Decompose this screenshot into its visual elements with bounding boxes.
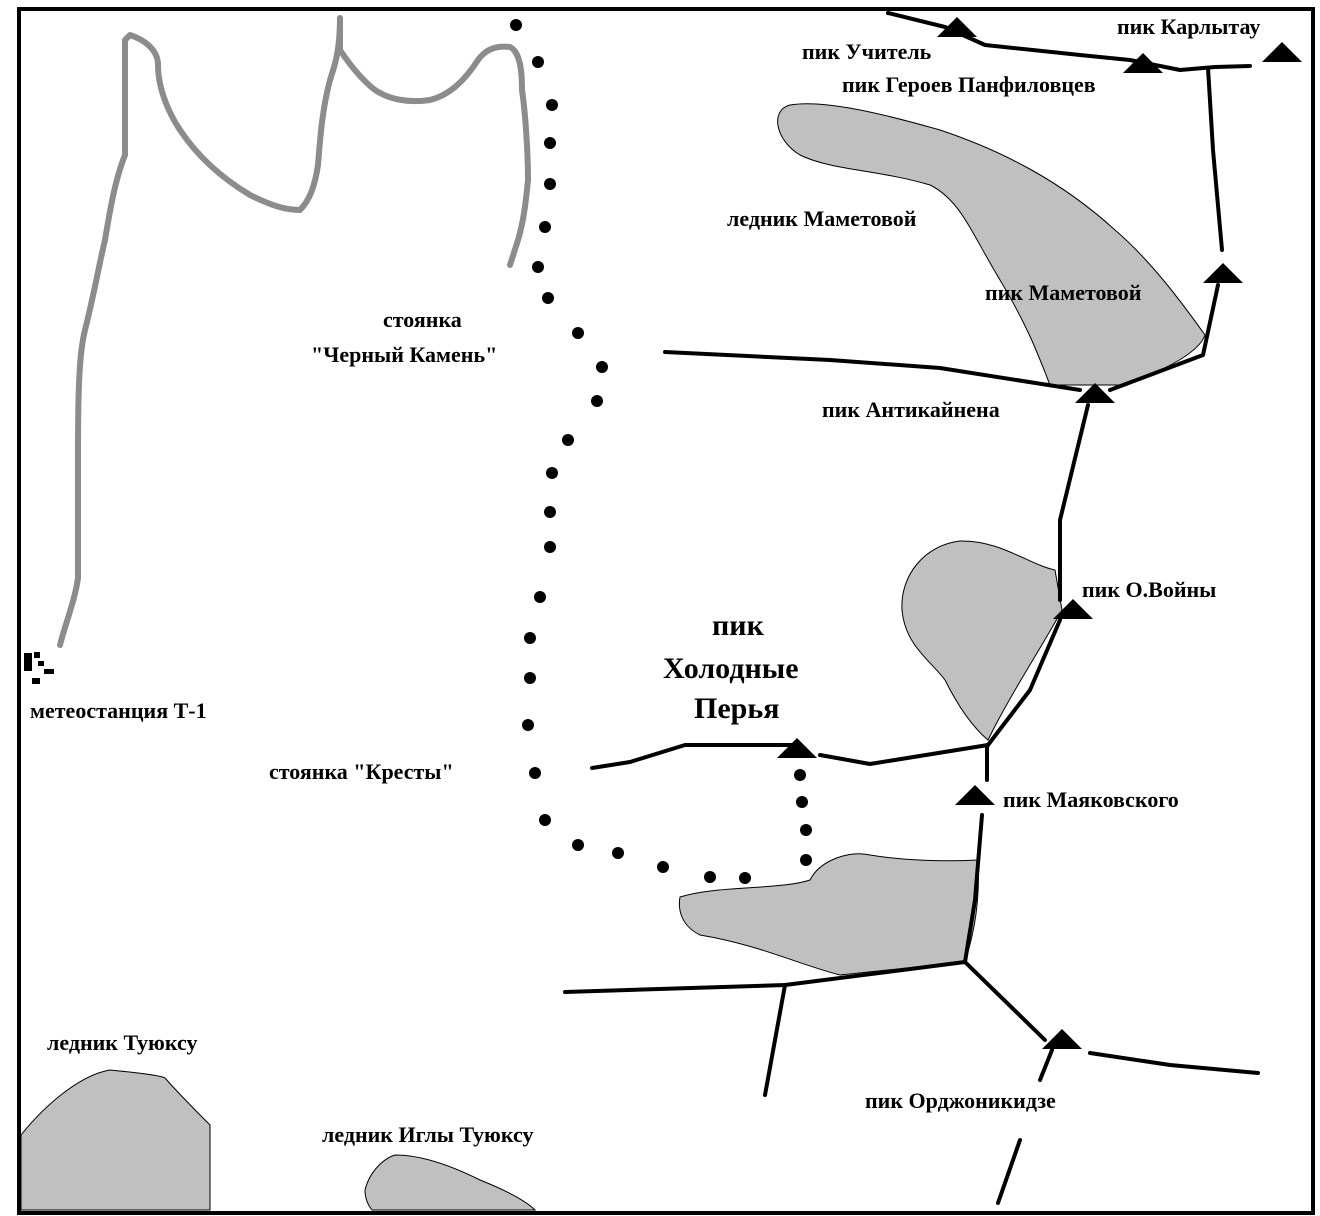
peak-panfilov-icon <box>1123 53 1163 73</box>
glacier-kholodnye-shape <box>678 853 979 976</box>
peak-uchitel-icon <box>937 17 977 37</box>
label-meteostation: метеостанция Т-1 <box>30 698 207 723</box>
glacier-igly-tuyuksu-shape <box>364 1154 537 1211</box>
label-camp-kresty: стоянка "Кресты" <box>269 759 454 784</box>
label-peak-kholodnye-line2: Холодные <box>663 652 799 685</box>
label-glacier-mametova: ледник Маметовой <box>727 206 917 231</box>
label-glacier-tuyuksu: ледник Туюксу <box>47 1030 197 1055</box>
label-peak-mametova: пик Маметовой <box>985 280 1142 305</box>
peak-mayakovskogo-icon <box>955 785 995 805</box>
ridge-lines <box>563 11 1260 1205</box>
trail-dots <box>510 19 812 884</box>
meteostation-icon <box>24 652 54 684</box>
label-glacier-igly-tuyuksu: ледник Иглы Туюксу <box>322 1122 533 1147</box>
peak-mametova-icon <box>1203 263 1243 283</box>
label-peak-karlytau: пик Карлытау <box>1117 14 1260 39</box>
peak-ordzhonikidze-icon <box>1042 1029 1082 1049</box>
label-peak-o-voiny: пик О.Войны <box>1082 577 1216 602</box>
peak-karlytau-icon <box>1262 42 1302 62</box>
label-peak-ordzhonikidze: пик Орджоникидзе <box>865 1088 1056 1113</box>
label-peak-uchitel: пик Учитель <box>802 39 932 64</box>
glacier-o-voiny-shape <box>901 540 1063 741</box>
label-camp-chernyi-line1: стоянка <box>383 307 462 332</box>
peak-o-voiny-icon <box>1053 599 1093 619</box>
label-peak-mayakovskogo: пик Маяковского <box>1003 787 1179 812</box>
map-frame <box>17 7 1315 1215</box>
label-peak-panfilov: пик Героев Панфиловцев <box>842 72 1096 97</box>
peak-kholodnye-icon <box>777 738 817 758</box>
label-peak-kholodnye-line3: Перья <box>694 692 779 725</box>
label-camp-chernyi-line2: "Черный Камень" <box>311 342 497 367</box>
road-line <box>57 15 531 648</box>
label-peak-kholodnye-line1: пик <box>712 609 765 642</box>
peak-antikainena-icon <box>1075 383 1115 403</box>
label-peak-antikainena: пик Антикайнена <box>822 397 1000 422</box>
glacier-tuyuksu-shape <box>20 1069 211 1211</box>
